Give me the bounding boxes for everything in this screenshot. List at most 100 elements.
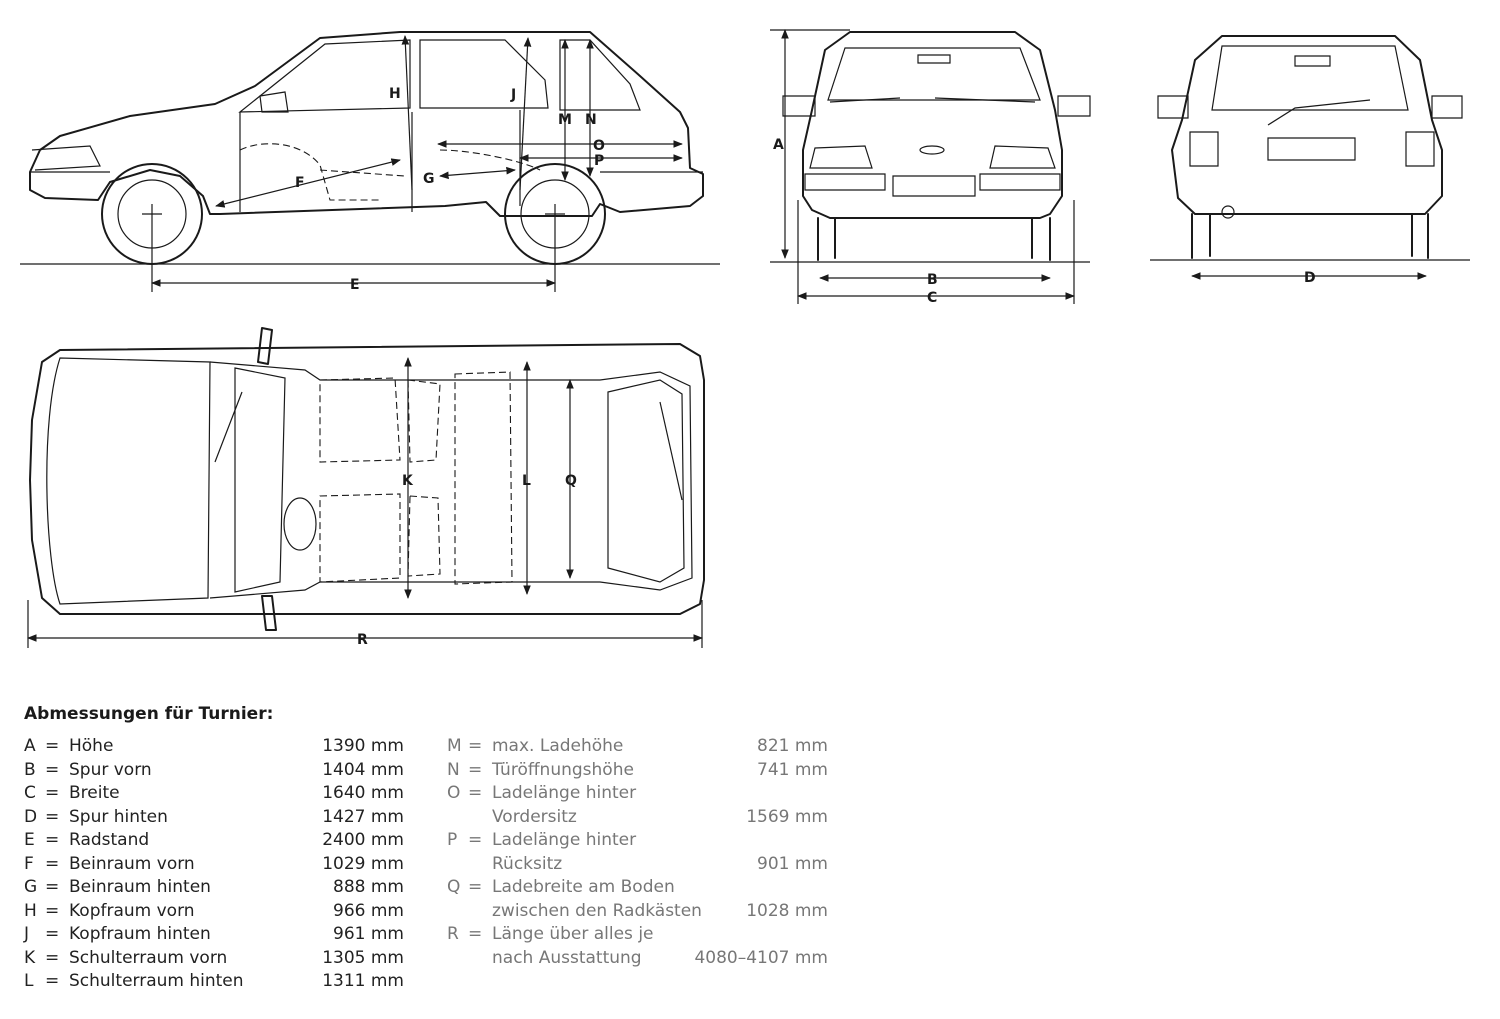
label-N: N: [585, 112, 597, 128]
spec-label: Breite: [69, 783, 120, 803]
label-B: B: [927, 272, 938, 288]
spec-row: N = Türöffnungshöhe 741 mm: [447, 759, 828, 783]
spec-label: Höhe: [69, 736, 114, 756]
spec-key: H: [24, 900, 37, 921]
spec-value: 1311 mm: [322, 971, 404, 991]
spec-key: G: [24, 877, 38, 897]
spec-row: F = Beinraum vorn 1029 mm: [24, 853, 404, 877]
spec-label: zwischen den Radkästen: [492, 900, 702, 921]
spec-row: E = Radstand 2400 mm: [24, 829, 404, 853]
label-A: A: [773, 137, 784, 153]
spec-key: A: [24, 736, 36, 756]
spec-equals: =: [45, 736, 60, 756]
spec-label: Spur hinten: [69, 806, 168, 827]
spec-key: B: [24, 759, 36, 780]
spec-equals: =: [45, 830, 60, 850]
spec-key: K: [24, 947, 36, 968]
spec-label: Kopfraum vorn: [69, 900, 195, 921]
label-O: O: [593, 138, 605, 154]
spec-key: N: [447, 759, 460, 780]
side-window-line: [214, 37, 411, 113]
spec-key: R: [447, 924, 459, 944]
label-K: K: [402, 473, 414, 489]
spec-value: 1427 mm: [322, 806, 404, 827]
spec-row: H = Kopfraum vorn 966 mm: [24, 900, 404, 924]
specs-title: Abmessungen für Turnier:: [24, 704, 274, 724]
label-M: M: [558, 112, 572, 128]
front-body-outline: [802, 31, 1063, 219]
spec-value: 741 mm: [757, 759, 828, 780]
label-C: C: [927, 290, 937, 306]
spec-equals: =: [468, 924, 483, 944]
spec-value: 1305 mm: [322, 947, 404, 968]
spec-value: 2400 mm: [322, 830, 404, 850]
spec-equals: =: [45, 759, 60, 780]
spec-value: 1028 mm: [746, 900, 828, 921]
label-R: R: [357, 632, 368, 648]
spec-key: C: [24, 783, 36, 803]
side-body-outline: [29, 31, 704, 217]
side-view: H J M N O P F G E: [20, 31, 720, 293]
spec-value: 888 mm: [333, 877, 404, 897]
spec-label: Türöffnungshöhe: [492, 759, 634, 780]
label-L: L: [522, 473, 531, 489]
label-E: E: [350, 277, 360, 293]
spec-key: P: [447, 830, 458, 850]
spec-value: 1029 mm: [322, 853, 404, 874]
label-F: F: [295, 175, 305, 191]
spec-value: 1404 mm: [322, 759, 404, 780]
spec-equals: =: [468, 759, 483, 780]
spec-label: max. Ladehöhe: [492, 736, 624, 756]
spec-label: Beinraum vorn: [69, 853, 195, 874]
rear-body-outline: [1171, 35, 1443, 215]
label-P: P: [594, 153, 604, 169]
spec-label: Länge über alles je: [492, 924, 654, 944]
spec-label: Ladelänge hinter: [492, 783, 637, 803]
spec-equals: =: [468, 783, 483, 803]
spec-key: L: [24, 971, 34, 991]
spec-label: Vordersitz: [492, 806, 577, 827]
spec-label: Kopfraum hinten: [69, 924, 211, 944]
label-D: D: [1304, 270, 1316, 286]
spec-label: Radstand: [69, 830, 150, 850]
spec-value: 4080–4107 mm: [694, 947, 828, 968]
spec-equals: =: [45, 971, 60, 991]
top-view: K L Q R: [27, 327, 705, 648]
spec-equals: =: [45, 783, 60, 803]
spec-key: O: [447, 783, 461, 803]
spec-value: 961 mm: [333, 924, 404, 944]
spec-value: 1640 mm: [322, 783, 404, 803]
spec-label: Ladelänge hinter: [492, 830, 637, 850]
spec-value: 901 mm: [757, 853, 828, 874]
spec-equals: =: [45, 900, 60, 921]
label-Q: Q: [565, 473, 577, 489]
spec-equals: =: [45, 924, 60, 944]
spec-row: O = Ladelänge hinter: [447, 782, 828, 806]
spec-row: P = Ladelänge hinter: [447, 829, 828, 853]
spec-label: Schulterraum vorn: [69, 947, 228, 968]
spec-label: nach Ausstattung: [492, 947, 642, 968]
spec-equals: =: [468, 736, 483, 756]
spec-row: zwischen den Radkästen 1028 mm: [447, 900, 828, 924]
spec-label: Rücksitz: [492, 853, 563, 874]
spec-row: Q=Ladebreite am Boden: [447, 876, 828, 900]
spec-value: 1390 mm: [322, 736, 404, 756]
spec-value: 966 mm: [333, 900, 404, 921]
car-dimension-drawing: H J M N O P F G E A B C: [20, 29, 1470, 648]
spec-key: F: [24, 853, 34, 874]
top-body-outline: [29, 343, 705, 615]
spec-equals: =: [468, 830, 483, 850]
spec-equals: =: [45, 877, 60, 897]
spec-equals: =: [468, 877, 483, 897]
label-H: H: [389, 86, 401, 102]
spec-equals: =: [45, 853, 60, 874]
spec-label: Beinraum hinten: [69, 877, 211, 897]
spec-key: E: [24, 830, 35, 850]
